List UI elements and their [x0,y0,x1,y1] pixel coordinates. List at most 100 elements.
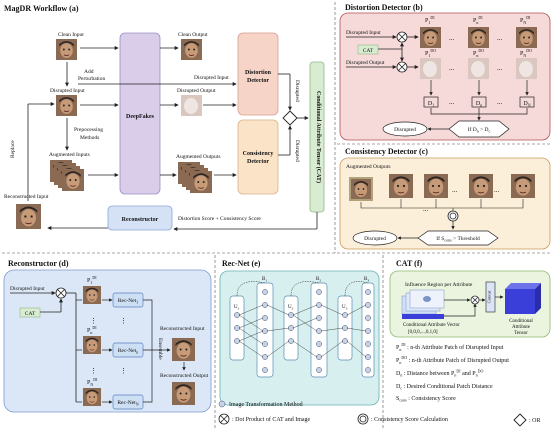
dd-p1di-label: P1DI [425,15,435,25]
augmented-inputs-label: Augmented Inputs [49,152,90,158]
rc-reconstructed-output-label: Reconstructed Output [160,373,209,379]
recnet-layers: U1 B1 U2 B2 U3 B3 [229,277,375,378]
dd-dots-6: ... [497,98,503,106]
disrupted-output-label: Disrupted Output [177,88,216,94]
cat-influence-label: Influence Region per Attribute [405,281,473,288]
recnet-panel-title: Rec-Net (e) [222,259,261,268]
recnet-skip-3 [344,281,369,297]
rc-dot-product-x [57,289,65,297]
rc-recnet-N-label: Rec-NetN [117,400,138,407]
dd-patch-col-N: PNDI PNDO DN [515,15,538,108]
cd-disrupted-text: Disrupted [364,236,386,242]
legend-itm-text: Image Transformation Method [229,401,303,408]
dd-patch-col-1: P1DI P1DO D1 [419,15,442,108]
legend-dn: Dn : Distance between PnDI and PnDO [396,369,483,378]
clean-input-image [55,38,78,61]
dd-pNdi-image [515,26,538,49]
recnet-connections [238,304,367,358]
distortion-panel: Distortion Detector (b) Disrupted Input … [339,3,551,141]
dd-pNdi-label: PNDI [520,15,531,25]
consistency-detector-box [237,119,279,195]
dd-pNdo-label: PNDO [520,48,532,58]
dd-dots-5: ... [497,64,503,72]
recnet-u2-label: U2 [288,305,294,311]
cd-face-2 [388,173,414,199]
legend-pndo: PnDO : n-th Attribute Patch of Disrupted… [396,355,509,365]
disrupted-input-label: Disrupted Input [50,88,85,94]
cd-output-faces [349,173,536,201]
dd-cat-box [357,44,379,55]
cd-converge-lines [360,199,524,212]
workflow-panel: MagDR Workflow (a) Clean Input Add Pertu… [4,4,325,231]
distortion-panel-title: Distortion Detector (b) [345,3,423,12]
cat-concat-label: Concat [487,290,492,303]
rc-reconstructed-input-image [171,337,196,362]
rc-recnet-n-label: Rec-Netn [118,348,138,355]
reconstructor-panel: Reconstructor (d) Disrupted Input CAT P1… [3,259,212,413]
rc-reconstructed-output-image [171,381,196,406]
rc-pNdi-image [82,387,102,407]
cat-vector-values: [0,0,0,...,0,1,0] [408,330,438,335]
rc-p1di-image [82,285,102,305]
recnet-b3-label: B3 [364,277,369,283]
cd-dots-mid: ... [423,205,429,213]
dd-patch-col-n: PnDI PnDO Dn [467,15,490,108]
distortion-detector-line2: Detector [247,78,269,84]
workflow-title: MagDR Workflow (a) [4,4,79,13]
cat-tensor-line3: Tensor [514,331,528,336]
dd-p1di-image [419,26,442,49]
dd-disrupted-input-label: Disrupted Input [346,30,381,36]
dd-condition-shape [448,120,510,138]
dd-dots-4: ... [497,34,503,42]
distortion-detector-line1: Distortion [245,70,272,76]
cd-disrupted-oval [352,230,398,246]
reconstructor-panel-box [3,269,212,413]
rc-cat-label: CAT [25,311,36,317]
cat-panel-title: CAT (f) [396,259,422,268]
rc-vdots-1b: ⋮ [90,317,97,325]
reconstructor-panel-title: Reconstructor (d) [8,259,69,268]
add-perturbation-line2: Perturbation [78,76,105,82]
cd-face-5 [510,173,536,199]
dd-dn-label: Dn [476,101,482,108]
legend-or-text: : OR [529,418,541,424]
replace-label: Replace [10,140,16,158]
cat-vector-arrow [444,303,477,317]
legend-dot-product-icon-x [220,415,228,423]
reconstructed-input-label: Reconstructed Input [4,194,49,200]
cd-condition-text: If Scons > Threshold [436,235,480,243]
dd-disrupted-oval [382,121,428,137]
rc-recnet-1-label: Rec-Net1 [118,298,138,305]
rc-vdots-2a: ⋮ [120,367,127,375]
cat-dot-product-x [471,296,479,304]
rc-ensemble-bracket [143,299,153,403]
rc-disrupted-input-label: Disrupted Input [10,286,45,292]
clean-output-label: Clean Output [178,32,208,38]
cat-influence-stack [401,289,445,319]
consistency-panel-title: Consistency Detector (c) [345,147,428,156]
dd-dN-label: DN [523,101,530,108]
cd-augmented-outputs-label: Augmented Outputs [346,164,390,170]
consistency-detector-line1: Consistency [243,151,274,157]
rc-vdots-2b: ⋮ [90,367,97,375]
rc-pNdi-label: PNDI [87,377,98,387]
dd-dots-1: ... [449,34,455,42]
dd-dot-product-bottom-x [398,63,406,71]
cat-tensor-cube [505,283,541,314]
augmented-inputs-stack [49,159,85,192]
deepfakes-box [119,32,161,195]
dd-pNdo-face-ghost [519,61,533,77]
rc-pndi-label: PnDI [87,325,97,335]
recnet-nodes [234,289,371,373]
reconstructor-label: Reconstructor [122,217,159,223]
deepfakes-label: DeepFakes [126,114,155,120]
recnet-u3-label: U3 [342,305,348,311]
disrupted-label-bottom: Disrupted [294,140,300,162]
dd-disrupted-text: Disrupted [394,127,416,133]
dd-p1do-face-ghost [423,61,437,77]
add-perturbation-line1: Add [84,69,94,75]
cd-dots-top: ... [452,186,458,194]
dd-dn-box [471,96,487,108]
cat-box-label: Conditional Attribute Tensor (CAT) [315,91,322,183]
